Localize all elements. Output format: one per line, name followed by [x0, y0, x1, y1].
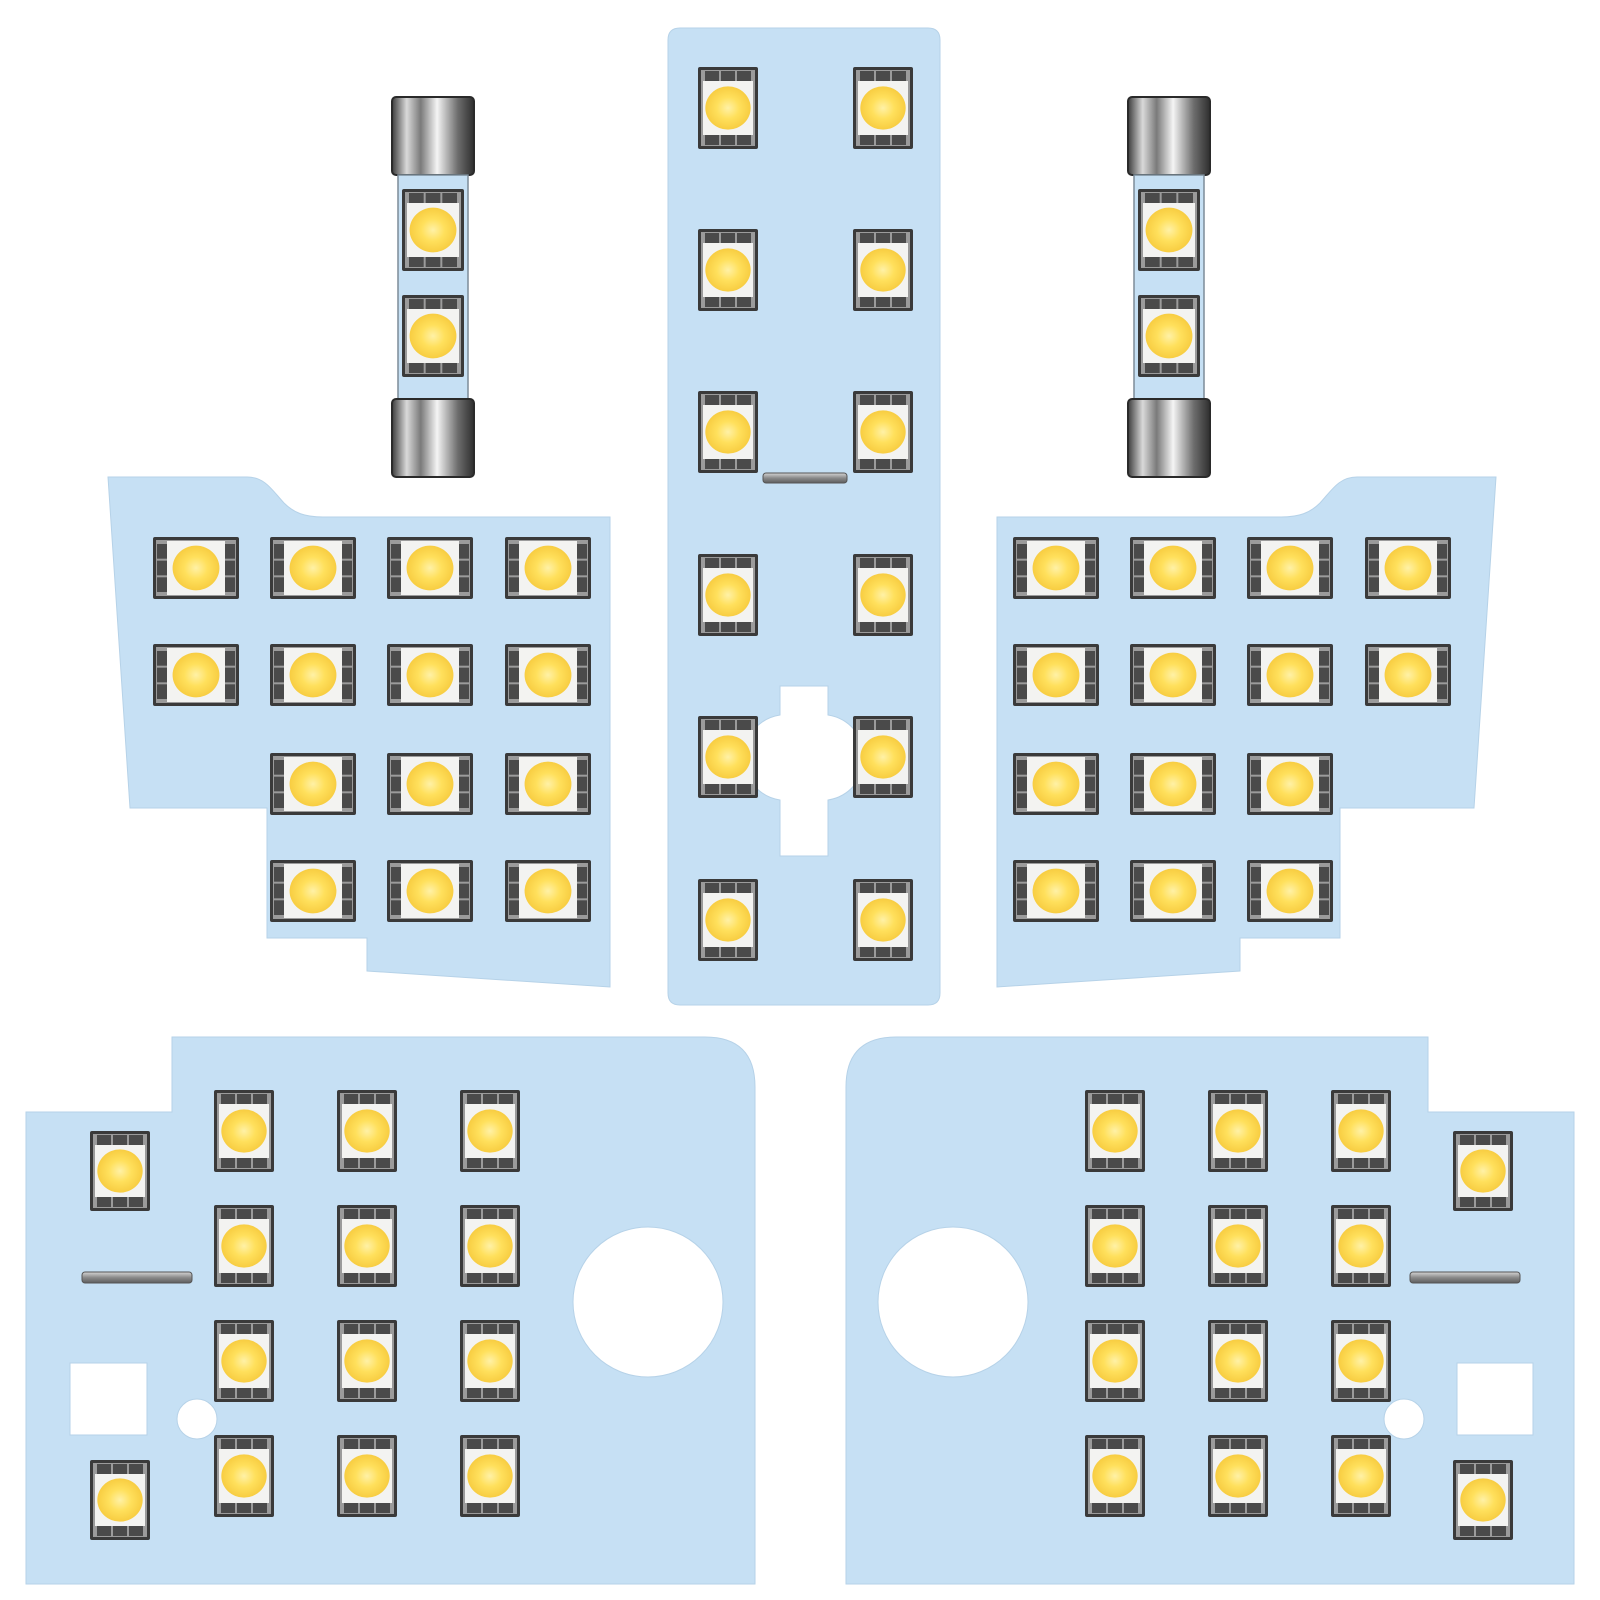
- smd-5050-led-icon: [153, 644, 239, 706]
- resistor-icon: [1409, 1271, 1521, 1284]
- smd-5050-led-icon: [1208, 1090, 1268, 1172]
- smd-5050-led-icon: [1331, 1320, 1391, 1402]
- smd-5050-led-icon: [698, 554, 758, 636]
- smd-5050-led-icon: [1453, 1460, 1513, 1540]
- smd-5050-led-icon: [698, 391, 758, 473]
- center-strip-board: [667, 27, 941, 1006]
- smd-5050-led-icon: [1247, 644, 1333, 706]
- smd-5050-led-icon: [1138, 189, 1200, 271]
- smd-5050-led-icon: [853, 67, 913, 149]
- smd-5050-led-icon: [1247, 753, 1333, 815]
- smd-5050-led-icon: [853, 716, 913, 798]
- smd-5050-led-icon: [214, 1090, 274, 1172]
- smd-5050-led-icon: [1138, 295, 1200, 377]
- festoon-bulb-right: [1127, 96, 1211, 478]
- upper-right-board: [996, 476, 1497, 988]
- smd-5050-led-icon: [1085, 1205, 1145, 1287]
- smd-5050-led-icon: [1331, 1205, 1391, 1287]
- smd-5050-led-icon: [1208, 1435, 1268, 1517]
- festoon-bulb-left: [391, 96, 475, 478]
- smd-5050-led-icon: [1208, 1320, 1268, 1402]
- smd-5050-led-icon: [698, 67, 758, 149]
- smd-5050-led-icon: [402, 189, 464, 271]
- smd-5050-led-icon: [270, 644, 356, 706]
- smd-5050-led-icon: [1331, 1435, 1391, 1517]
- smd-5050-led-icon: [1130, 753, 1216, 815]
- smd-5050-led-icon: [698, 716, 758, 798]
- smd-5050-led-icon: [1013, 537, 1099, 599]
- smd-5050-led-icon: [460, 1205, 520, 1287]
- resistor-icon: [762, 472, 848, 484]
- smd-5050-led-icon: [1130, 644, 1216, 706]
- upper-left-board: [107, 476, 611, 988]
- smd-5050-led-icon: [270, 537, 356, 599]
- smd-5050-led-icon: [337, 1205, 397, 1287]
- smd-5050-led-icon: [1453, 1131, 1513, 1211]
- smd-5050-led-icon: [853, 554, 913, 636]
- smd-5050-led-icon: [505, 537, 591, 599]
- smd-5050-led-icon: [387, 753, 473, 815]
- led-chips: [90, 67, 1513, 1540]
- smd-5050-led-icon: [337, 1435, 397, 1517]
- smd-5050-led-icon: [1247, 537, 1333, 599]
- smd-5050-led-icon: [1085, 1435, 1145, 1517]
- smd-5050-led-icon: [698, 879, 758, 961]
- smd-5050-led-icon: [1013, 644, 1099, 706]
- resistor-icon: [81, 1271, 193, 1284]
- smd-5050-led-icon: [1130, 537, 1216, 599]
- smd-5050-led-icon: [460, 1320, 520, 1402]
- fuse-cap-top: [1127, 96, 1211, 176]
- smd-5050-led-icon: [853, 879, 913, 961]
- smd-5050-led-icon: [1013, 860, 1099, 922]
- smd-5050-led-icon: [1365, 537, 1451, 599]
- smd-5050-led-icon: [337, 1320, 397, 1402]
- smd-5050-led-icon: [1208, 1205, 1268, 1287]
- lower-right-board: [845, 1036, 1575, 1585]
- smd-5050-led-icon: [698, 229, 758, 311]
- smd-5050-led-icon: [1365, 644, 1451, 706]
- smd-5050-led-icon: [853, 391, 913, 473]
- smd-5050-led-icon: [214, 1205, 274, 1287]
- smd-5050-led-icon: [853, 229, 913, 311]
- smd-5050-led-icon: [1130, 860, 1216, 922]
- fuse-cap-bottom: [391, 398, 475, 478]
- smd-5050-led-icon: [1247, 860, 1333, 922]
- smd-5050-led-icon: [1013, 753, 1099, 815]
- lower-left-board: [25, 1036, 756, 1585]
- smd-5050-led-icon: [153, 537, 239, 599]
- smd-5050-led-icon: [387, 644, 473, 706]
- smd-5050-led-icon: [270, 860, 356, 922]
- smd-5050-led-icon: [90, 1460, 150, 1540]
- smd-5050-led-icon: [387, 537, 473, 599]
- smd-5050-led-icon: [387, 860, 473, 922]
- smd-5050-led-icon: [90, 1131, 150, 1211]
- smd-5050-led-icon: [460, 1435, 520, 1517]
- fuse-cap-top: [391, 96, 475, 176]
- smd-5050-led-icon: [270, 753, 356, 815]
- smd-5050-led-icon: [505, 753, 591, 815]
- smd-5050-led-icon: [1085, 1320, 1145, 1402]
- smd-5050-led-icon: [460, 1090, 520, 1172]
- smd-5050-led-icon: [214, 1435, 274, 1517]
- smd-5050-led-icon: [214, 1320, 274, 1402]
- fuse-cap-bottom: [1127, 398, 1211, 478]
- smd-5050-led-icon: [505, 644, 591, 706]
- smd-5050-led-icon: [337, 1090, 397, 1172]
- smd-5050-led-icon: [505, 860, 591, 922]
- smd-5050-led-icon: [1331, 1090, 1391, 1172]
- smd-5050-led-icon: [402, 295, 464, 377]
- smd-5050-led-icon: [1085, 1090, 1145, 1172]
